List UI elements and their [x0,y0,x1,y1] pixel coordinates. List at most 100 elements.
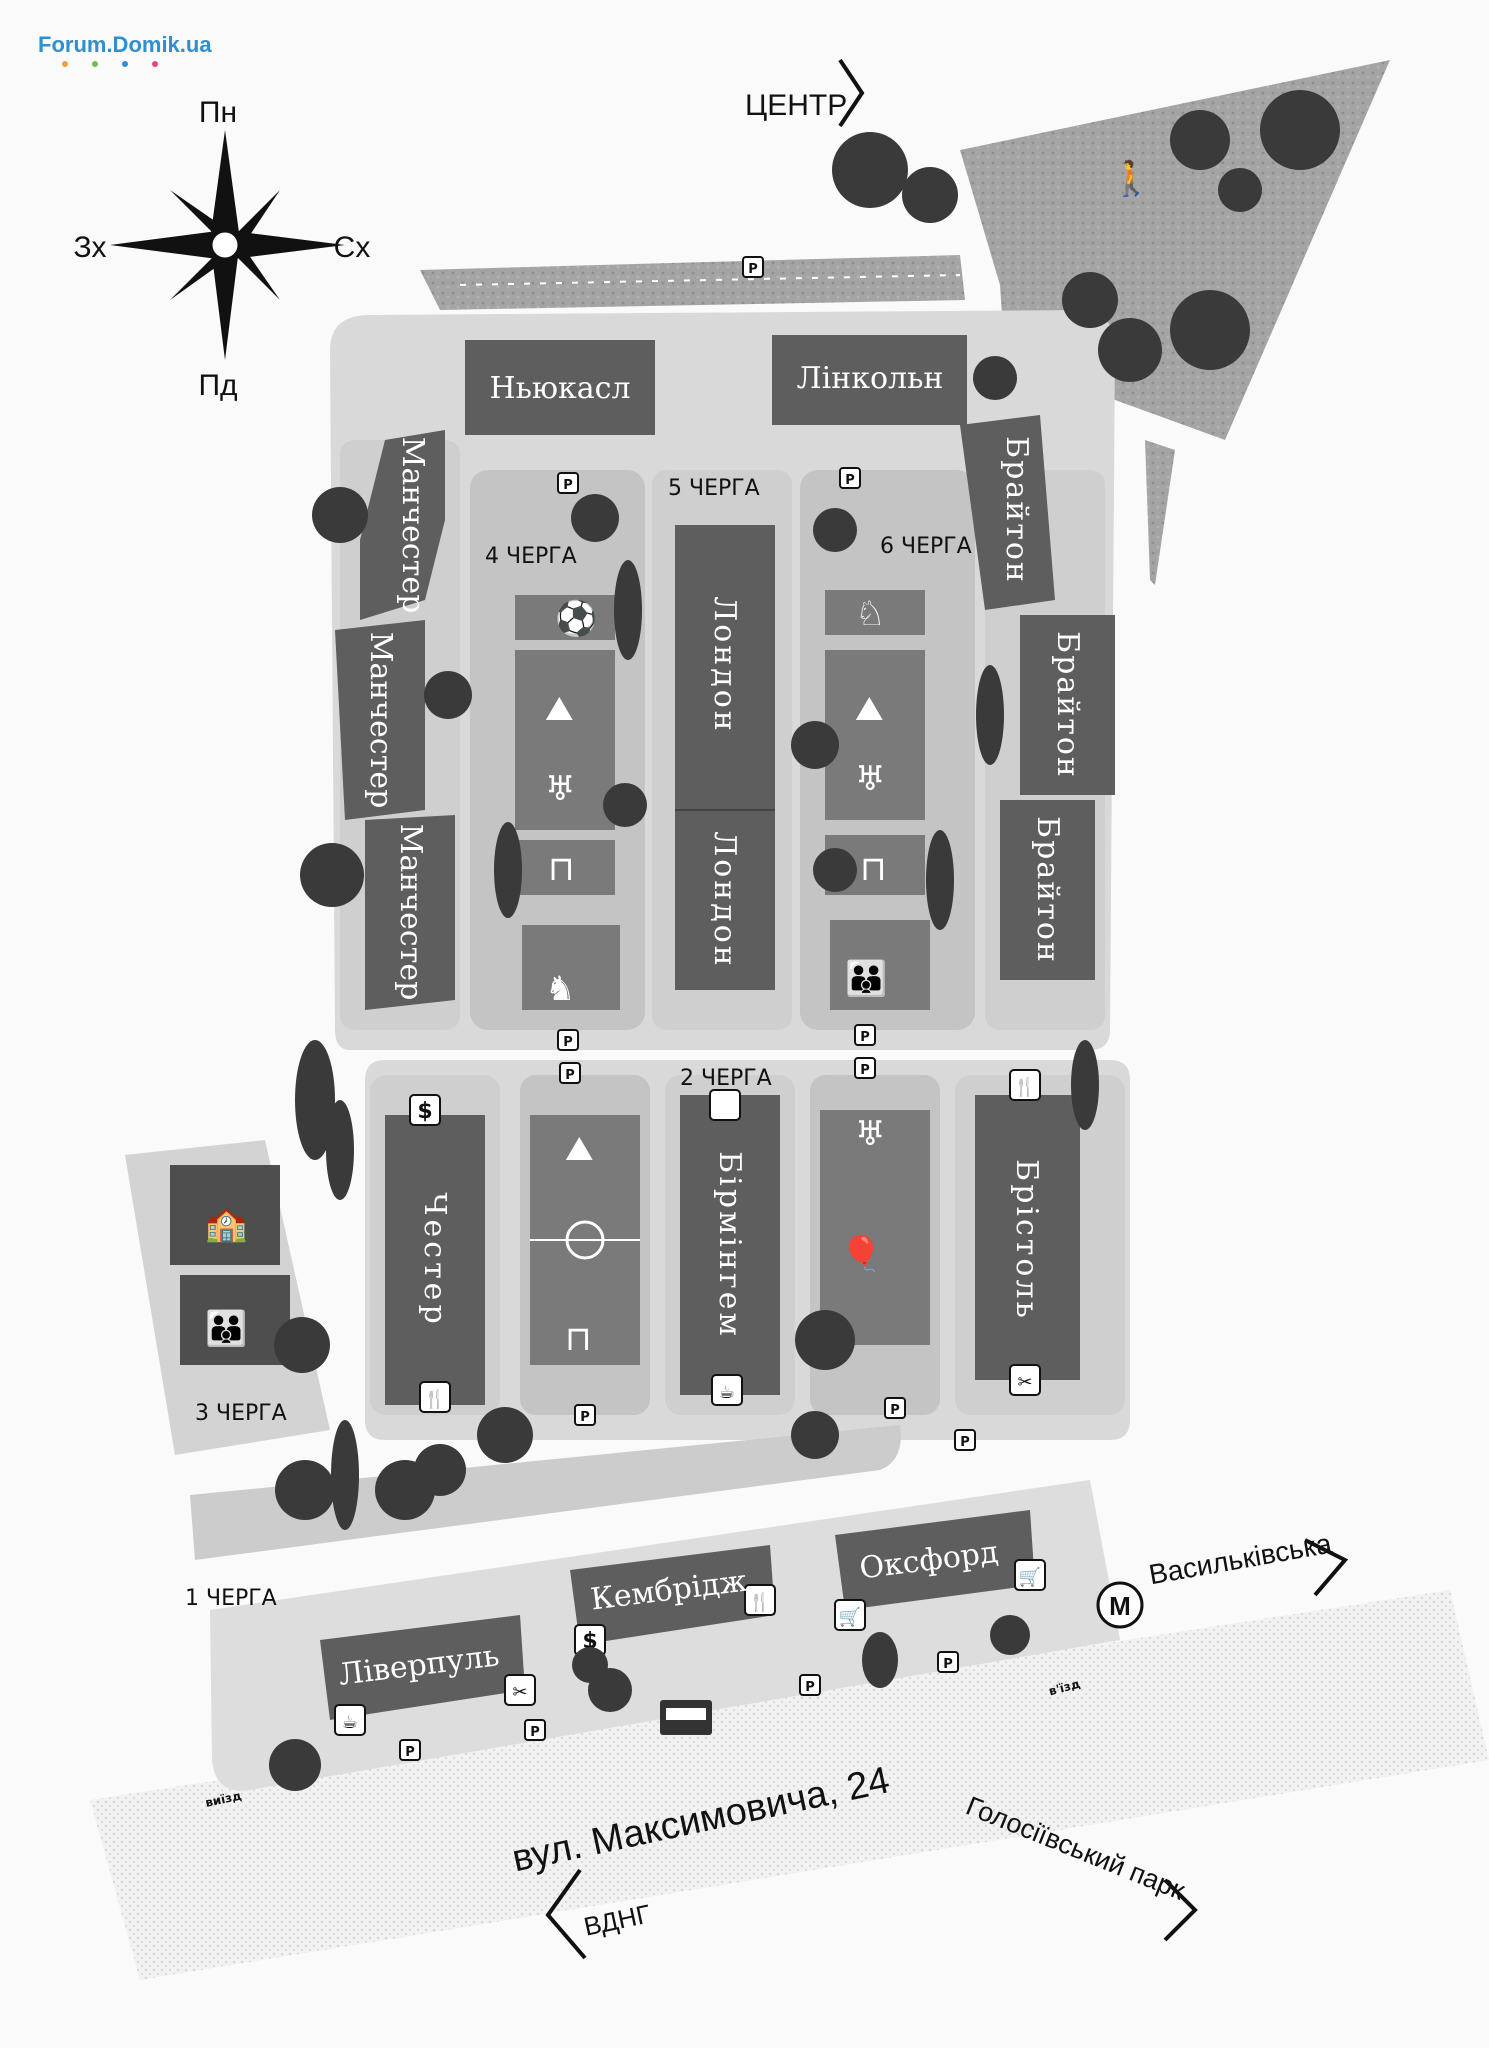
building-liverpool [320,1615,525,1720]
tree [424,671,472,719]
parking-sign: P [574,1404,596,1426]
building-manchester-1 [360,430,445,620]
barber-icon: ✂ [1017,1372,1032,1393]
swing-icon-2: ♅ [855,759,885,799]
trees [269,90,1340,1791]
tree [614,560,642,660]
compass-south: Пд [198,369,237,402]
direction-metro: Васильківська [1146,1528,1334,1591]
parking-sign: P [839,467,861,489]
tree [1170,110,1230,170]
tree [1260,90,1340,170]
tree [1170,290,1250,370]
building-brighton-3 [1000,800,1095,980]
tree [791,1411,839,1459]
compass-rose: Пн Пд Зх Сх [73,96,370,402]
watermark-dots [62,61,158,67]
label-london-1: Лондон [707,596,742,734]
compass-east: Сх [334,231,371,264]
svg-text:P: P [748,262,758,277]
building-bristol [975,1095,1080,1380]
svg-text:P: P [565,1068,575,1083]
tree [795,1310,855,1370]
building-chester [385,1115,485,1405]
label-chester: Честер [417,1192,452,1327]
label-london-2: Лондон [707,831,742,969]
tree [1098,318,1162,382]
parking-sign: P [937,1651,959,1673]
tree [269,1739,321,1791]
school-icon: 🏫 [205,1204,247,1244]
tree [1218,168,1262,212]
building-newcastle [465,340,655,435]
top-parking-strip [420,255,965,310]
svg-text:P: P [860,1030,870,1045]
label-brighton-3: Брайтон [1030,816,1065,964]
bench-icon-2: ⊓ [860,849,887,889]
label-manchester-3: Манчестер [393,824,428,1001]
tree [973,356,1017,400]
label-brighton-2: Брайтон [1050,631,1085,779]
bench-icon: ⊓ [548,849,575,889]
metro-letter: М [1109,1591,1131,1621]
slide-icon-3: ⛰ [565,1129,594,1169]
label-brighton-1: Брайтон [999,436,1034,584]
label-birmingham: Бірмінгем [712,1151,747,1339]
parking-sign: P [854,1057,876,1079]
building-brighton-2 [1020,615,1115,795]
rocking-horse-icon: ♘ [855,594,885,634]
building-lincoln [772,335,967,425]
parking-sign: P [557,472,579,494]
arrow-metro-icon [1304,1538,1349,1597]
svg-text:P: P [845,473,855,488]
swing-icon: ♅ [545,769,575,809]
bank-icon: $ [417,1099,432,1124]
tree [1062,272,1118,328]
tree [902,167,958,223]
tree [477,1407,533,1463]
tree [494,822,522,918]
dog-walker-icon: ♞ [545,969,575,1009]
phase-1-label: 1 ЧЕРГА [185,1586,277,1611]
slide-icon: ⛰ [545,689,574,729]
svg-text:P: P [890,1403,900,1418]
building-london [675,525,775,990]
tree [295,1040,335,1160]
svg-text:P: P [805,1680,815,1695]
building-oxford [835,1510,1035,1610]
parking-sign: P [557,1029,579,1051]
phase-5-label: 5 ЧЕРГА [668,476,760,501]
tree [312,487,368,543]
label-newcastle: Ньюкасл [489,371,630,406]
svg-text:P: P [530,1725,540,1740]
label-manchester-1: Манчестер [395,437,430,614]
balloon-icon: 🎈 [840,1233,882,1274]
buildings [170,335,1115,1720]
phase-6-label: 6 ЧЕРГА [880,534,972,559]
building-manchester-2 [335,620,425,820]
street-band [0,1590,1489,2048]
phase-2-label: 2 ЧЕРГА [680,1066,772,1091]
metro-icon [1096,1581,1144,1629]
svg-text:P: P [943,1657,953,1672]
svg-text:P: P [563,1035,573,1050]
tree [990,1615,1030,1655]
tree [603,783,647,827]
tree [832,132,908,208]
family-icon: 👪 [845,959,887,999]
tree [1071,1040,1099,1130]
tree [331,1420,359,1530]
label-manchester-2: Манчестер [363,632,398,809]
phase-4-label: 4 ЧЕРГА [485,544,577,569]
svg-text:P: P [405,1745,415,1760]
tree [588,1668,632,1712]
shop-sign-icon [709,1089,741,1121]
svg-text:P: P [563,478,573,493]
parking-sign: P [399,1739,421,1761]
tree [862,1632,898,1688]
compass-west: Зх [73,231,106,264]
tree [976,665,1004,765]
shop-icon: 🛒 [1019,1566,1041,1588]
